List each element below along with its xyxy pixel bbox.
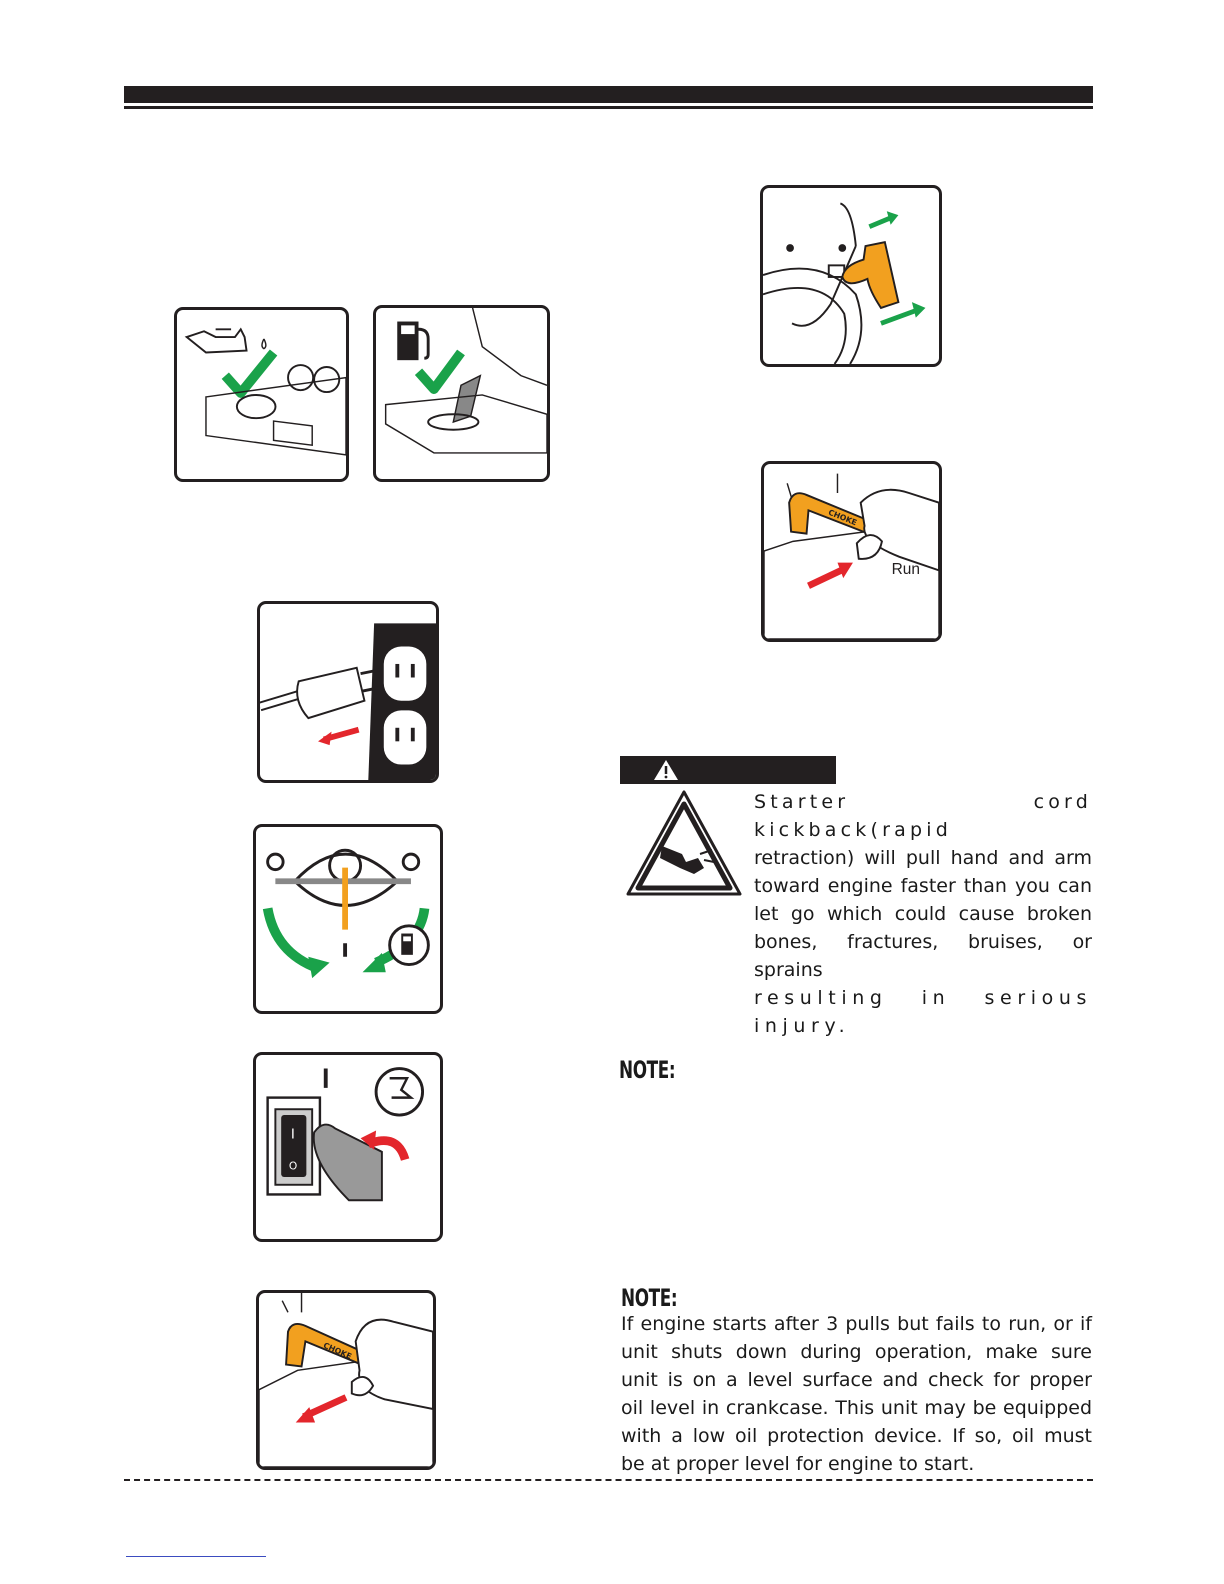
kickback-warning-symbol (624, 788, 744, 900)
starter-handle (841, 241, 900, 310)
note-line: If engine starts after 3 pulls but fails… (621, 1313, 1092, 1335)
finger (312, 1123, 383, 1202)
choke-lever (285, 1322, 367, 1368)
recoil-pull-illustration (760, 185, 942, 367)
choke-close-illustration: CHOKE (256, 1290, 436, 1470)
arrow-up-right-icon (886, 211, 899, 225)
note-label: NOTE: (619, 1056, 676, 1084)
header-bar (124, 86, 1093, 103)
note-line: with a low oil protection device. If so,… (621, 1425, 1092, 1447)
note-line: unit shuts down during operation, make s… (621, 1341, 1092, 1363)
warning-icon (654, 760, 678, 780)
warning-line: Starter cord kickback(rapid (754, 791, 1092, 841)
plug-icon (296, 666, 366, 720)
run-label: Run (892, 561, 920, 578)
fuel-fill-illustration (373, 305, 550, 482)
engine-switch-illustration: I O (253, 1052, 443, 1242)
unplug-illustration (257, 601, 439, 783)
warning-line: toward engine faster than you can (754, 875, 1092, 897)
footer-link-underline (126, 1556, 266, 1557)
rocker-switch (281, 1115, 307, 1178)
footer-dashed-rule (124, 1479, 1093, 1481)
oil-fill-illustration (174, 307, 349, 482)
arrow-right-icon (308, 956, 330, 979)
fuel-pump-icon (397, 321, 430, 361)
kickback-hazard-icon (626, 790, 742, 896)
note-line: be at proper level for engine to start. (621, 1453, 975, 1475)
arrow-up-right-icon (911, 302, 926, 318)
warning-text: Starter cord kickback(rapid retraction) … (754, 788, 1092, 1040)
note-text: If engine starts after 3 pulls but fails… (621, 1310, 1092, 1478)
warning-line: bones, fractures, bruises, or sprains (754, 931, 1092, 981)
note-label: NOTE: (621, 1284, 678, 1312)
arrow-curve-icon (360, 1130, 377, 1150)
svg-text:O: O (289, 1159, 297, 1172)
warning-header (620, 756, 836, 784)
choke-symbol-icon (374, 1067, 425, 1117)
oil-can-icon (184, 327, 346, 456)
outlet-icon (383, 646, 427, 701)
arrow-left-icon (318, 731, 332, 746)
warning-line: let go which could cause broken (754, 903, 1092, 925)
choke-run-illustration: CHOKE Run (761, 461, 942, 642)
note-line: unit is on a level surface and check for… (621, 1369, 1092, 1391)
warning-line: retraction) will pull hand and arm (754, 847, 1092, 869)
svg-text:I: I (291, 1126, 295, 1142)
choke-lever (788, 492, 874, 535)
fuel-valve-illustration (253, 824, 443, 1014)
header-rule (124, 106, 1093, 109)
arrow-left-icon (295, 1407, 316, 1423)
arrow-left-icon (362, 952, 386, 973)
warning-line: resulting in serious injury. (754, 987, 1092, 1037)
arrow-right-icon (837, 562, 853, 579)
note-line: oil level in crankcase. This unit may be… (621, 1397, 1092, 1419)
